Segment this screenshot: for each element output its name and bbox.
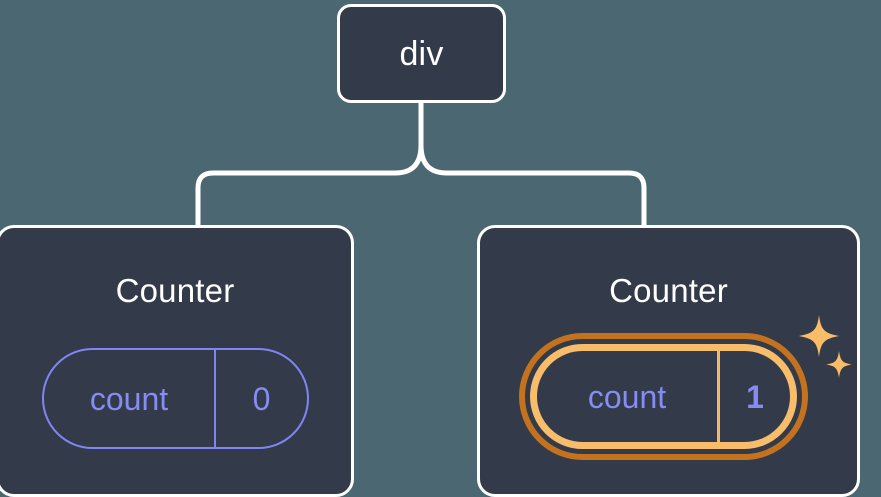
- state-pill-right-wrapper: count 1: [519, 333, 808, 460]
- node-counter-left-label: Counter: [115, 272, 235, 309]
- state-key-left: count: [89, 380, 169, 417]
- connector-branch-right: [418, 142, 647, 229]
- node-div[interactable]: div: [337, 4, 506, 103]
- connector-branch-left: [195, 142, 424, 229]
- state-pill-left[interactable]: count 0: [42, 348, 309, 449]
- state-pill-right[interactable]: count 1: [519, 333, 808, 460]
- state-pill-right-inner-ring: count 1: [530, 344, 797, 449]
- node-counter-right-label: Counter: [609, 272, 728, 309]
- node-div-label: div: [399, 34, 444, 73]
- state-key-right: count: [587, 378, 667, 415]
- state-value-right: 1: [717, 351, 790, 442]
- state-value-left: 0: [214, 350, 307, 447]
- state-pill-left-wrapper: count 0: [42, 348, 309, 449]
